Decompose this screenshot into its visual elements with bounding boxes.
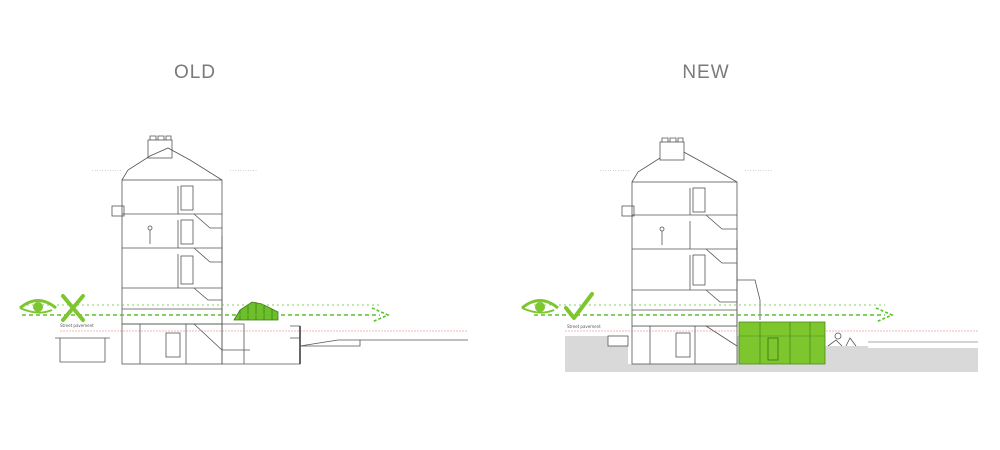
old-ground-line (55, 337, 468, 363)
svg-text:· · · · · · · · · · ·: · · · · · · · · · · · (230, 168, 257, 173)
eye-icon (521, 299, 559, 314)
old-title: OLD (173, 62, 217, 83)
eye-icon (19, 299, 57, 314)
old-rear-wall (221, 236, 301, 365)
old-street-label: Street pavement (60, 323, 94, 328)
old-panel: · · · · · · · · · · · · · · · · · · · · … (55, 135, 468, 365)
old-stairs (193, 213, 250, 351)
cross-icon (61, 294, 85, 322)
new-extension (738, 321, 826, 365)
new-sightline-arrow (875, 307, 894, 323)
old-chimney (147, 139, 173, 159)
new-stairs (705, 214, 738, 347)
new-title: NEW (682, 62, 730, 83)
old-sightline-arrow (371, 307, 390, 323)
new-street-label: Street pavement (567, 324, 601, 329)
new-roof (631, 149, 738, 183)
check-icon (564, 292, 594, 320)
new-building (631, 181, 738, 327)
svg-text:· · · · · · · · · · · ·: · · · · · · · · · · · · (92, 168, 121, 173)
new-building-lines: · · · · · · · · · · · · · · · · · · · · … (567, 137, 978, 365)
old-building (121, 179, 223, 325)
old-basement (121, 323, 223, 365)
svg-text:· · · · · · · · · · ·: · · · · · · · · · · · (745, 168, 772, 173)
svg-text:· · · · · · · · · · · ·: · · · · · · · · · · · · (600, 168, 629, 173)
new-chimney (659, 141, 685, 161)
old-roof (121, 147, 223, 181)
